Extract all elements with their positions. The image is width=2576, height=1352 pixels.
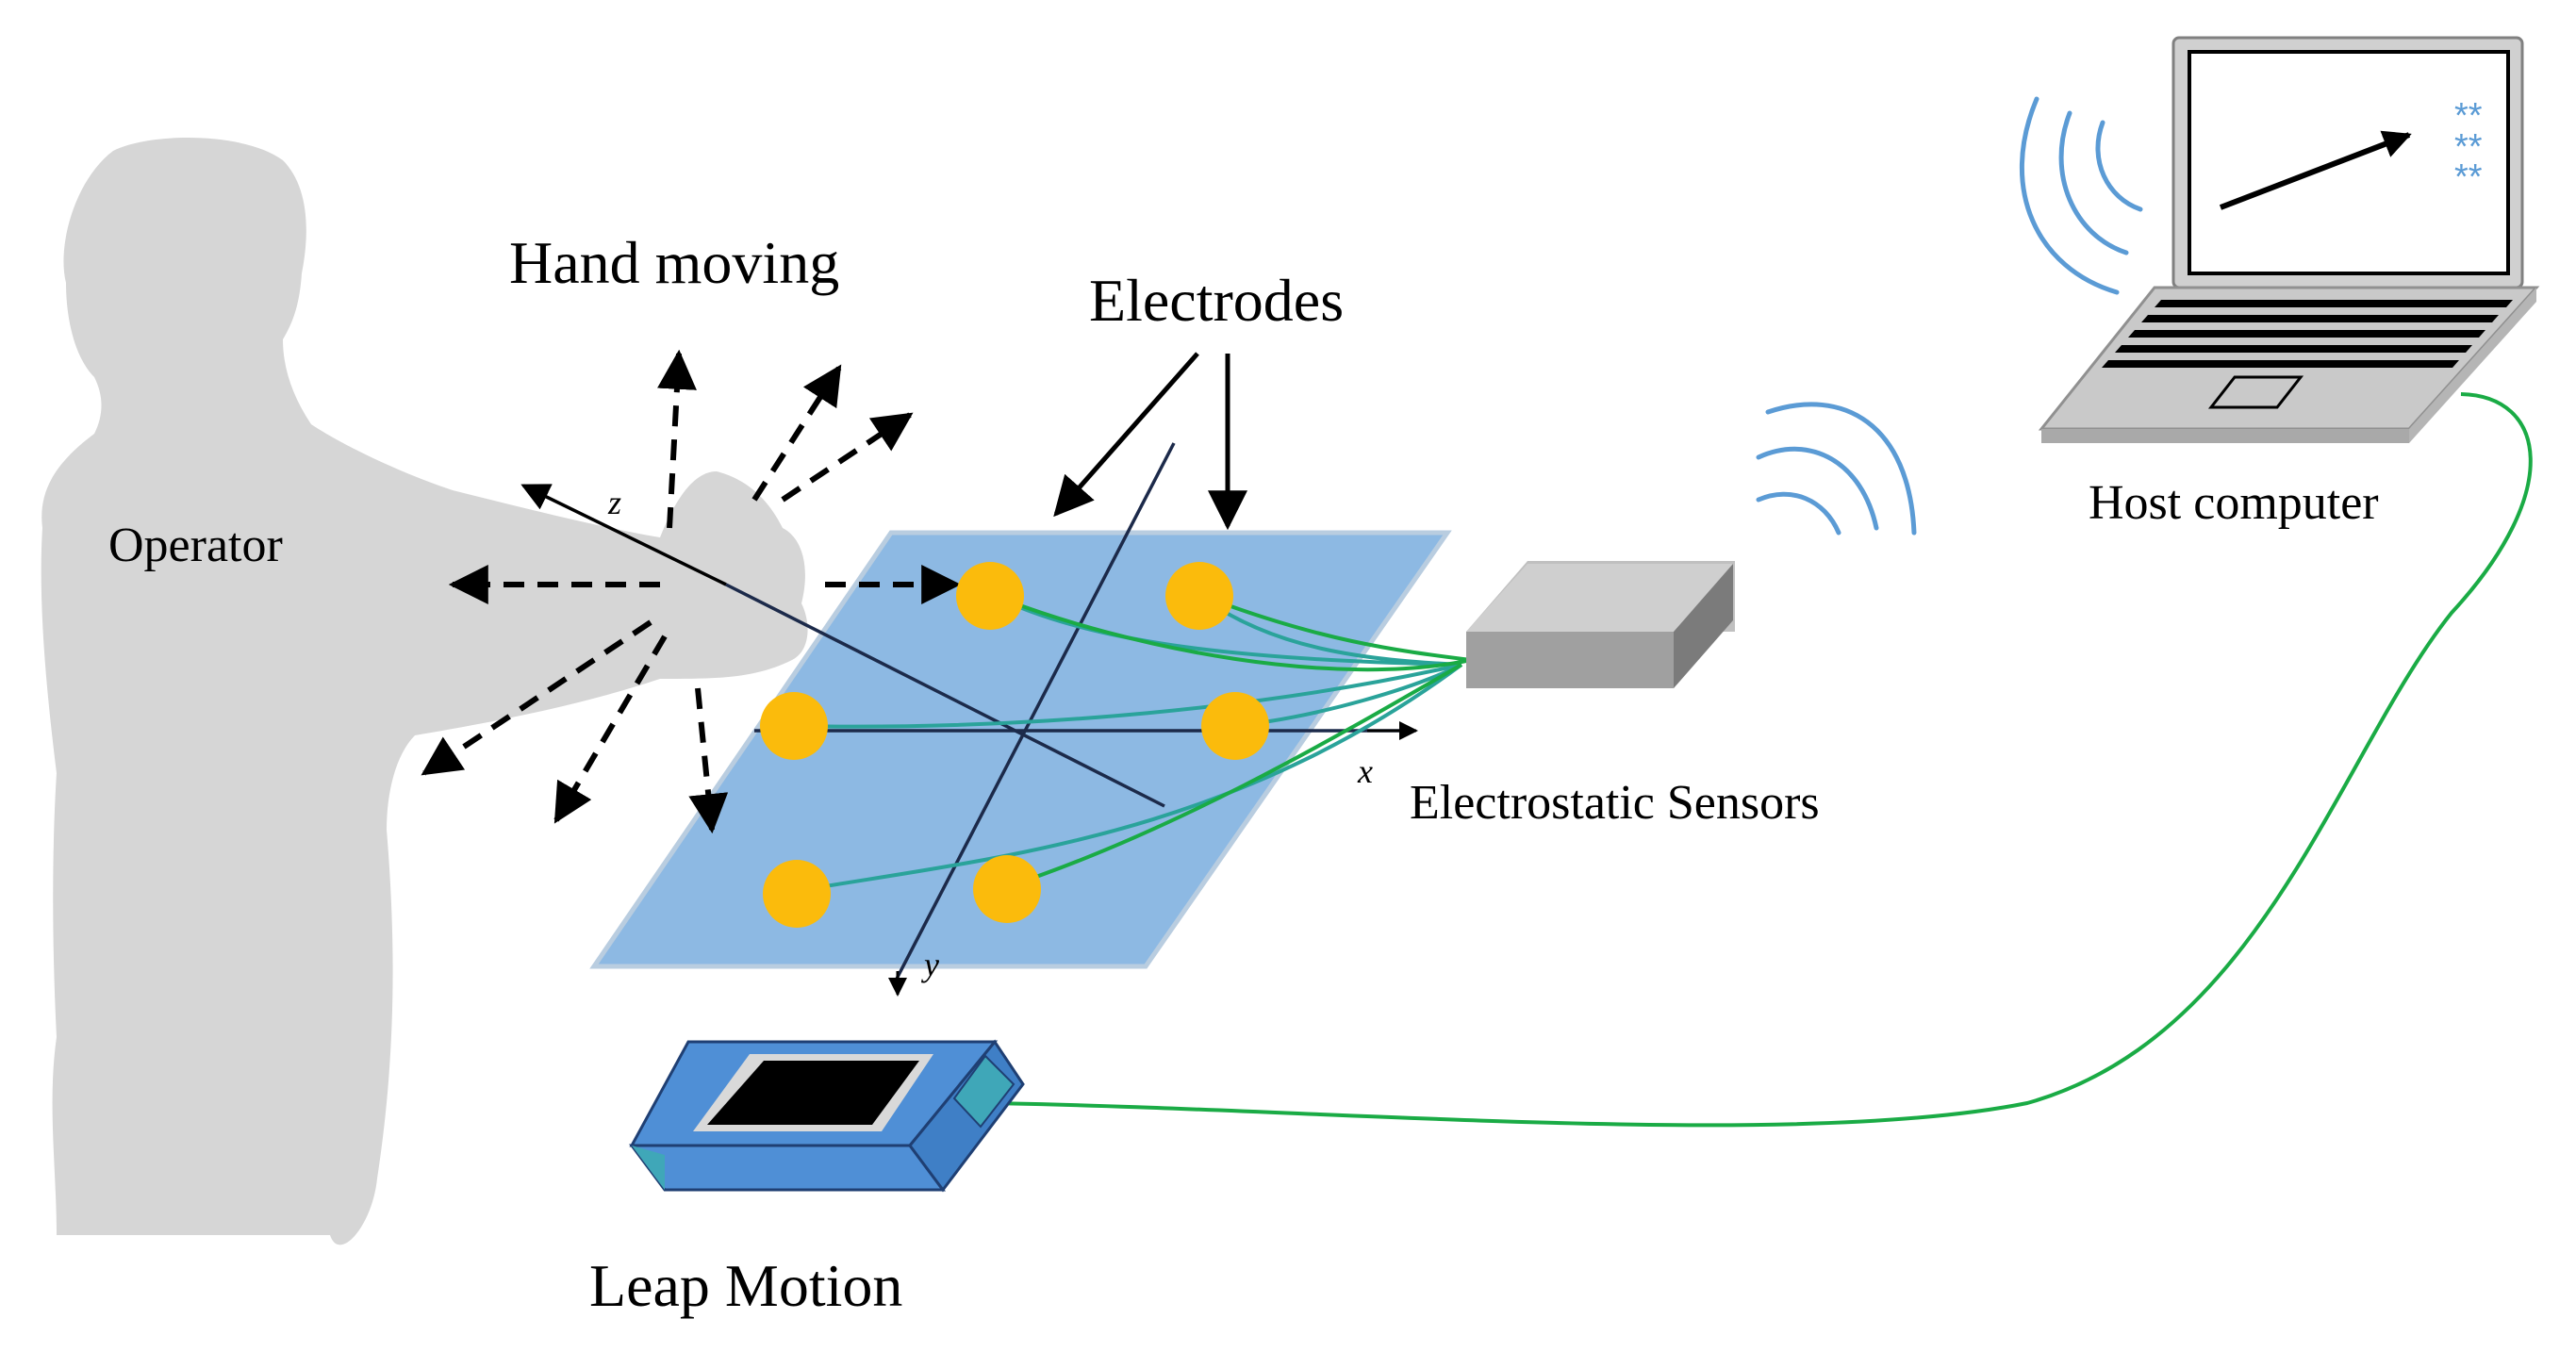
z-axis-arrow	[520, 484, 727, 586]
operator-silhouette	[41, 138, 808, 1245]
sensor-top-face	[1466, 564, 1733, 632]
wire-5	[796, 663, 1463, 893]
electrode-1	[956, 562, 1024, 630]
laptop-base-front	[2041, 429, 2409, 443]
laptop-screen	[2188, 50, 2510, 275]
electrodes-label: Electrodes	[1089, 267, 1344, 334]
electrode-5	[763, 860, 831, 928]
wire-1	[989, 592, 1462, 667]
laptop-signal-waves	[2020, 96, 2143, 295]
z-axis-through-plate	[725, 583, 1165, 808]
hand-motion-arrows	[421, 349, 962, 834]
wire-3	[791, 663, 1462, 729]
electrode-6	[973, 855, 1041, 923]
x-axis-label: x	[1357, 752, 1373, 790]
sensor-front	[1466, 632, 1674, 688]
electrodes-callout-arrow-1	[1053, 352, 1199, 518]
screen-stars-1: **	[2454, 96, 2483, 136]
sensor-wave-1	[1756, 491, 1841, 536]
sensor-wave-2	[1756, 446, 1879, 531]
laptop-wave-3	[2020, 96, 2120, 295]
laptop-wave-1	[2095, 120, 2143, 212]
laptop-wave-2	[2058, 110, 2129, 256]
host-computer-label: Host computer	[2089, 476, 2379, 530]
leap-front	[629, 1144, 946, 1192]
wire-green-b	[1197, 592, 1472, 662]
sensor-side	[1674, 564, 1733, 688]
laptop-base	[2038, 286, 2540, 431]
plate-axis-diag	[894, 442, 1176, 981]
usb-cable	[984, 392, 2533, 1128]
sensor-signal-waves	[1756, 402, 1917, 536]
screen-arrow	[2219, 130, 2412, 210]
electrostatic-sensor-box	[1466, 561, 1735, 688]
screen-stars-2: **	[2454, 127, 2483, 167]
electrode-plate	[589, 442, 1452, 981]
laptop-base-side	[2409, 288, 2536, 443]
motion-arrow-downleft-1	[421, 619, 652, 776]
electrode-3	[760, 692, 828, 760]
motion-arrow-upright-2	[781, 412, 914, 503]
electrode-4	[1201, 692, 1269, 760]
leap-port	[952, 1054, 1016, 1129]
leap-corner	[632, 1146, 665, 1190]
leap-motion-device	[629, 1039, 1025, 1193]
motion-arrow-up	[656, 349, 697, 529]
leap-motion-label: Leap Motion	[589, 1252, 902, 1319]
z-axis-label: z	[607, 484, 621, 521]
coordinate-axes: x y z	[520, 484, 1418, 997]
leap-screen	[707, 1061, 919, 1125]
wire-6	[1008, 663, 1462, 888]
electrodes-callout	[1053, 352, 1247, 531]
host-computer-laptop: ** ** **	[2038, 36, 2540, 443]
motion-arrow-downleft-2	[553, 635, 668, 824]
sensor-wave-3	[1765, 402, 1917, 536]
laptop-touchpad	[2207, 375, 2304, 409]
y-axis-label: y	[921, 946, 939, 983]
operator-body	[41, 138, 808, 1245]
motion-arrow-down	[688, 687, 729, 834]
operator-label: Operator	[108, 519, 283, 572]
electrostatic-sensors-label: Electrostatic Sensors	[1410, 776, 1820, 830]
laptop-keyboard	[2102, 300, 2513, 368]
motion-arrow-upright-1	[751, 364, 842, 502]
wire-green-a	[989, 592, 1472, 672]
electrodes	[760, 562, 1269, 928]
electrode-2	[1165, 562, 1233, 630]
hand-moving-label: Hand moving	[509, 229, 839, 296]
screen-stars-3: **	[2454, 157, 2483, 197]
